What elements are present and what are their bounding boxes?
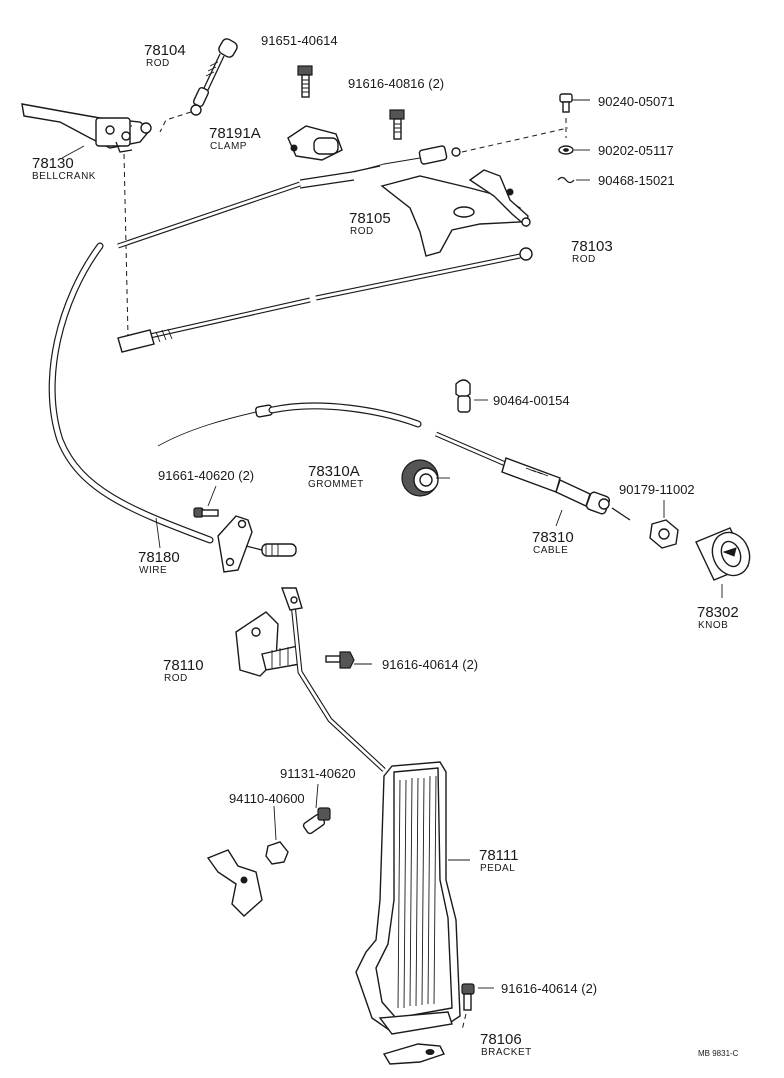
leader-78180 xyxy=(155,517,161,549)
fastener-90240-05071: 90240-05071 xyxy=(598,94,675,109)
part-number-78110: 78110 xyxy=(163,657,204,674)
clamp-78191a-part xyxy=(287,125,343,161)
bolt-91651-part xyxy=(297,65,313,98)
part-number-78104: 78104 xyxy=(144,42,186,59)
clip-90464-part xyxy=(455,379,471,413)
connection-line xyxy=(159,111,192,133)
part-number-78191a: 78191A xyxy=(209,125,261,142)
rod-78110-part xyxy=(235,587,386,772)
bracket-78106-part xyxy=(382,1043,445,1065)
fastener-90468-15021: 90468-15021 xyxy=(598,173,675,188)
part-number-78111: 78111 xyxy=(479,847,519,864)
grommet-78310a-part xyxy=(401,459,439,497)
wire-78180-part xyxy=(48,242,214,544)
fastener-91651-40614: 91651-40614 xyxy=(261,33,338,48)
knob-78302-part xyxy=(695,527,751,581)
stop-bracket-part xyxy=(206,849,263,917)
part-name-78110: ROD xyxy=(164,673,188,684)
fastener-90179-11002: 90179-11002 xyxy=(619,482,695,497)
part-number-78310: 78310 xyxy=(532,529,574,546)
part-number-78105: 78105 xyxy=(349,210,391,227)
fastener-90464-00154: 90464-00154 xyxy=(493,393,570,408)
bolt-91616-mid-part xyxy=(325,651,355,669)
part-number-78130: 78130 xyxy=(32,155,74,172)
bellcrank-78130-part xyxy=(21,103,152,153)
part-name-78191a: CLAMP xyxy=(210,141,247,152)
part-number-78180: 78180 xyxy=(138,549,180,566)
nut-90179-part xyxy=(649,519,679,549)
rod-78103-part xyxy=(117,247,533,353)
fastener-91616-40816: 91616-40816 (2) xyxy=(348,76,444,91)
part-number-78106: 78106 xyxy=(480,1031,522,1048)
wire-end-bracket-part xyxy=(217,515,297,573)
bolt-91661-part xyxy=(193,507,219,518)
leader-78130 xyxy=(61,145,85,159)
part-name-78310a: GROMMET xyxy=(308,479,364,490)
bracket-78105-part xyxy=(380,169,531,257)
rod-78104-part xyxy=(190,38,238,116)
fastener-90202-05117: 90202-05117 xyxy=(598,143,674,158)
bolt-91616-40816-part xyxy=(389,109,405,140)
diagram-code: MB 9831-C xyxy=(698,1049,739,1058)
bolt-91131-part xyxy=(302,807,331,835)
part-name-78302: KNOB xyxy=(698,620,728,631)
pedal-78111-part xyxy=(355,761,461,1035)
part-name-78111: PEDAL xyxy=(480,863,515,874)
part-number-78302: 78302 xyxy=(697,604,739,621)
pin-90240-part xyxy=(559,93,573,113)
part-name-78106: BRACKET xyxy=(481,1047,532,1058)
nut-94110-part xyxy=(265,841,289,865)
clip-90468-part xyxy=(557,176,575,184)
cable-loop-part xyxy=(157,402,422,447)
part-name-78310: CABLE xyxy=(533,545,568,556)
part-name-78130: BELLCRANK xyxy=(32,171,96,182)
fastener-91131-40620: 91131-40620 xyxy=(280,766,356,781)
fastener-91661-40620: 91661-40620 (2) xyxy=(158,468,254,483)
fastener-94110-40600: 94110-40600 xyxy=(229,791,305,806)
part-name-78104: ROD xyxy=(146,58,170,69)
part-name-78105: ROD xyxy=(350,226,374,237)
part-number-78310a: 78310A xyxy=(308,463,360,480)
fastener-91616-40614-bottom: 91616-40614 (2) xyxy=(501,981,597,996)
part-name-78180: WIRE xyxy=(139,565,167,576)
washer-90202-part xyxy=(558,145,574,155)
fastener-91616-40614-mid: 91616-40614 (2) xyxy=(382,657,478,672)
upper-cable-assembly xyxy=(117,145,461,249)
bolt-91616-bottom-part xyxy=(461,983,475,1011)
part-number-78103: 78103 xyxy=(571,238,613,255)
cable-78310-part xyxy=(435,431,631,521)
fastener-leaders xyxy=(207,99,723,989)
part-name-78103: ROD xyxy=(572,254,596,265)
